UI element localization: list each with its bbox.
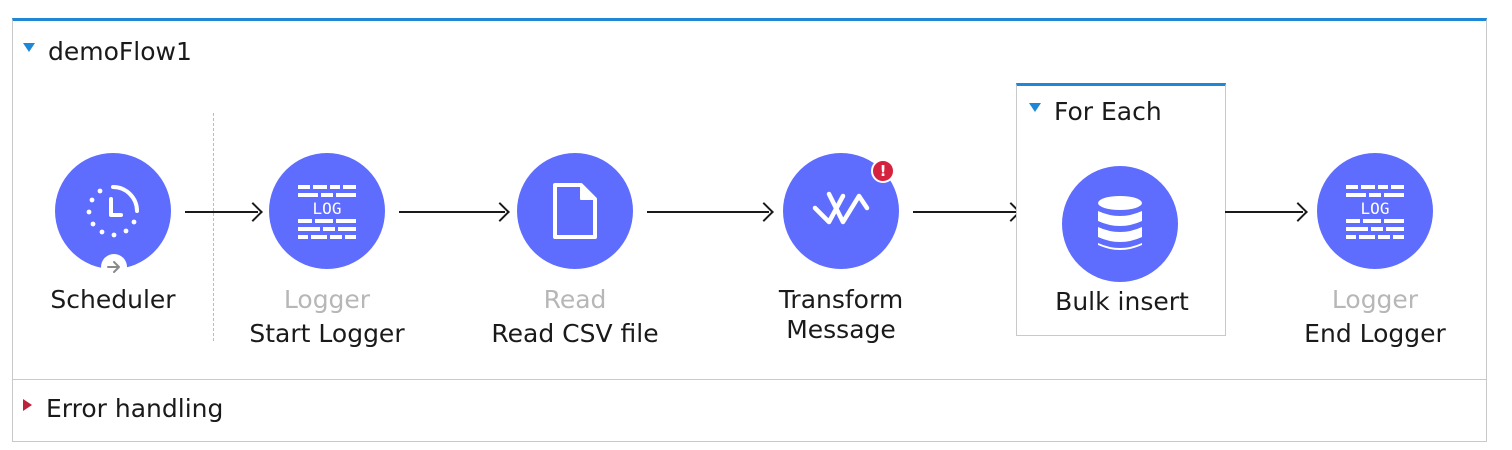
log-icon: LOG (298, 185, 356, 239)
error-handling-title: Error handling (46, 394, 224, 423)
bulk-insert-caption: Bulk insert (1022, 285, 1222, 319)
bulk-insert-node[interactable] (1062, 166, 1178, 282)
database-icon (1098, 196, 1142, 250)
scheduler-name: Scheduler (50, 285, 176, 314)
scheduler-caption: Scheduler (33, 283, 193, 317)
connector-arrow (399, 211, 505, 213)
transform-name-line2: Message (786, 314, 896, 344)
flow-container: demoFlow1 Scheduler (12, 18, 1487, 380)
end-logger-type: Logger (1331, 285, 1419, 314)
file-icon (553, 183, 597, 239)
collapse-triangle-icon[interactable] (23, 43, 35, 52)
connector-arrow (913, 211, 1016, 213)
clock-icon (86, 185, 139, 238)
expand-triangle-icon[interactable] (23, 398, 32, 411)
warning-badge-icon[interactable]: ! (871, 159, 895, 183)
error-handling-header[interactable]: Error handling (23, 394, 223, 423)
end-logger-name: End Logger (1304, 318, 1446, 348)
transform-caption: Transform Message (751, 283, 931, 347)
svg-text:LOG: LOG (1361, 199, 1390, 218)
connector-arrow (185, 211, 258, 213)
for-each-title: For Each (1054, 97, 1162, 126)
connector-arrow (647, 211, 769, 213)
flow-header[interactable]: demoFlow1 (23, 37, 192, 66)
connector-arrow (1225, 211, 1303, 213)
for-each-header[interactable]: For Each (1029, 97, 1162, 126)
read-type: Read (543, 285, 607, 314)
transform-name-line1: Transform (778, 285, 904, 314)
read-node[interactable] (517, 153, 633, 269)
read-name: Read CSV file (491, 318, 659, 348)
start-logger-caption: Logger Start Logger (237, 283, 417, 351)
flow-title: demoFlow1 (48, 37, 192, 66)
dataweave-icon (812, 191, 870, 225)
error-handling-section[interactable]: Error handling (12, 380, 1487, 442)
end-logger-caption: Logger End Logger (1285, 283, 1465, 351)
source-arrow-icon (101, 254, 127, 280)
scheduler-node[interactable] (55, 153, 171, 269)
start-logger-name: Start Logger (249, 318, 405, 348)
read-caption: Read Read CSV file (475, 283, 675, 351)
log-icon: LOG (1346, 185, 1404, 239)
start-logger-type: Logger (283, 285, 371, 314)
svg-text:LOG: LOG (313, 199, 342, 218)
end-logger-node[interactable]: LOG (1317, 153, 1433, 269)
collapse-triangle-icon[interactable] (1029, 103, 1041, 112)
for-each-scope[interactable]: For Each Bulk insert (1016, 83, 1226, 336)
start-logger-node[interactable]: LOG (269, 153, 385, 269)
bulk-insert-name: Bulk insert (1055, 287, 1189, 316)
source-divider (213, 113, 214, 341)
